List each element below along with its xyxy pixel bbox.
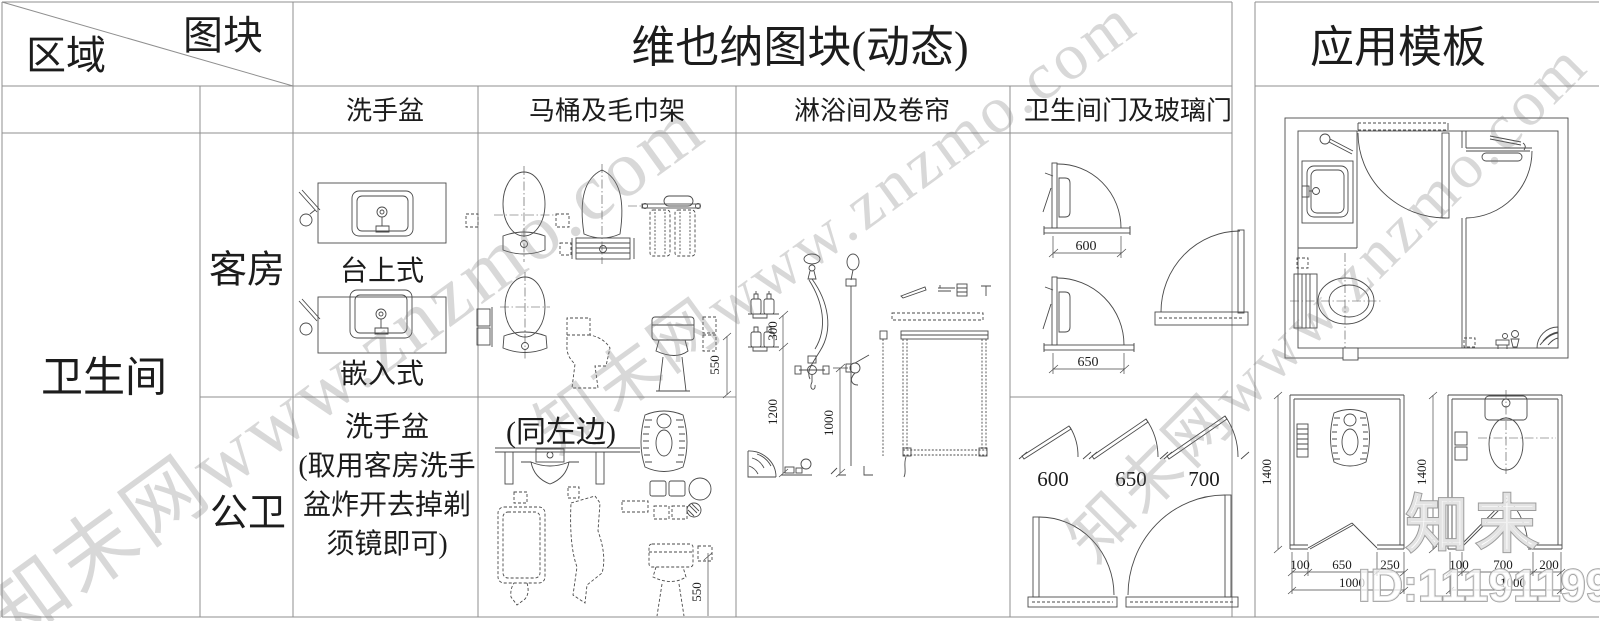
sink-countertop-drawing xyxy=(298,182,447,244)
column-header-shower: 淋浴间及卷帘 xyxy=(793,96,951,126)
toilet-stall-plan-drawing xyxy=(1428,390,1566,595)
door-leaf-650-drawing xyxy=(1088,418,1169,460)
door-swing-right-drawing xyxy=(1125,494,1239,608)
dim-1000-shower: 1000 xyxy=(821,410,836,436)
urinal-plan-drawing xyxy=(495,447,640,485)
sink-inset-drawing xyxy=(298,289,447,354)
sink-inset-label: 嵌入式 xyxy=(339,359,425,390)
urinal-elevation-drawing xyxy=(497,486,605,606)
dim-600-guest-door: 600 xyxy=(1076,239,1097,254)
row-public-label: 公卫 xyxy=(209,492,287,535)
watermark-id-text: ID:1119119945 xyxy=(1358,560,1600,611)
dim-700-right-stall: 700 xyxy=(1493,557,1513,572)
door-600-drawing xyxy=(1042,162,1131,258)
toilet-front-elevation-drawing xyxy=(559,164,635,264)
basin-public-note-line1: 洗手盆 xyxy=(344,412,430,443)
dim-550-guest: 550 xyxy=(707,355,722,375)
roller-blind-drawing xyxy=(879,283,991,478)
door-leaf-600-drawing xyxy=(1018,425,1092,460)
column-header-basin: 洗手盆 xyxy=(345,96,425,126)
dim-300-shower: 300 xyxy=(765,321,780,341)
dim-650-guest-door: 650 xyxy=(1078,355,1099,370)
dim-600-public-door: 600 xyxy=(1037,467,1069,491)
corner-block-label: 图块 xyxy=(183,13,263,58)
dim-1000-left-stall: 1000 xyxy=(1339,575,1365,590)
shower-dimension-lines xyxy=(778,310,848,478)
dim-100-right-stall: 100 xyxy=(1449,557,1469,572)
bathroom-plan-drawing xyxy=(1284,117,1569,361)
dim-700-public-door: 700 xyxy=(1188,467,1220,491)
dim-250-left-stall: 250 xyxy=(1380,557,1400,572)
template-title: 应用模板 xyxy=(1310,23,1486,72)
dim-1400-left-stall: 1400 xyxy=(1259,459,1274,485)
toiletry-shelf-drawing xyxy=(748,291,779,352)
toilet-elevation-public-drawing xyxy=(648,543,713,617)
dim-650-left-stall: 650 xyxy=(1332,557,1352,572)
door-leaf-700-drawing xyxy=(1163,415,1250,460)
basin-public-note-line3: 盆炸开去掉剃 xyxy=(302,490,472,521)
slide-bar-shower-drawing xyxy=(830,253,873,476)
dim-650-public-door: 650 xyxy=(1115,467,1147,491)
squat-toilet-plan-drawing xyxy=(640,410,688,472)
row-group-label: 卫生间 xyxy=(40,355,168,402)
squat-stall-plan-drawing xyxy=(1273,391,1409,595)
corner-region-label: 区域 xyxy=(26,33,106,78)
toilet-plan-drawing xyxy=(465,166,570,262)
accessory-blocks-drawing xyxy=(621,477,712,520)
basin-public-note-line2: (取用客房洗手 xyxy=(298,451,476,482)
toilet-side-front-drawing xyxy=(476,272,732,399)
dim-1000-right-stall: 1000 xyxy=(1500,575,1526,590)
towel-rack-drawing xyxy=(628,195,701,257)
dim-200-right-stall: 200 xyxy=(1539,557,1559,572)
door-swing-left-drawing xyxy=(1027,516,1118,608)
column-header-toilet: 马桶及毛巾架 xyxy=(528,96,686,126)
dim-1400-right-stall: 1400 xyxy=(1414,459,1429,485)
main-title: 维也纳图块(动态) xyxy=(631,23,969,72)
dim-1200-shower: 1200 xyxy=(765,399,780,425)
watermark-brand-logo: 知末 xyxy=(1406,491,1546,560)
glass-door-drawing xyxy=(1154,229,1249,326)
basin-public-note: 洗手盆 (取用客房洗手 盆炸开去掉剃 须镜即可) xyxy=(298,408,475,564)
basin-public-note-line4: 须镜即可) xyxy=(326,529,448,560)
dim-100-left-stall: 100 xyxy=(1290,557,1310,572)
toilet-same-as-left-note: (同左边) xyxy=(506,416,616,449)
hand-shower-drawing xyxy=(781,253,830,476)
corner-shelf-drawing xyxy=(747,450,777,478)
door-650-drawing xyxy=(1042,276,1135,374)
row-guest-label: 客房 xyxy=(208,249,286,292)
corner-diagonal-divider xyxy=(1,1,294,87)
sink-countertop-label: 台上式 xyxy=(339,256,425,287)
column-header-door: 卫生间门及玻璃门 xyxy=(1023,96,1233,126)
dim-550-public: 550 xyxy=(689,582,704,602)
